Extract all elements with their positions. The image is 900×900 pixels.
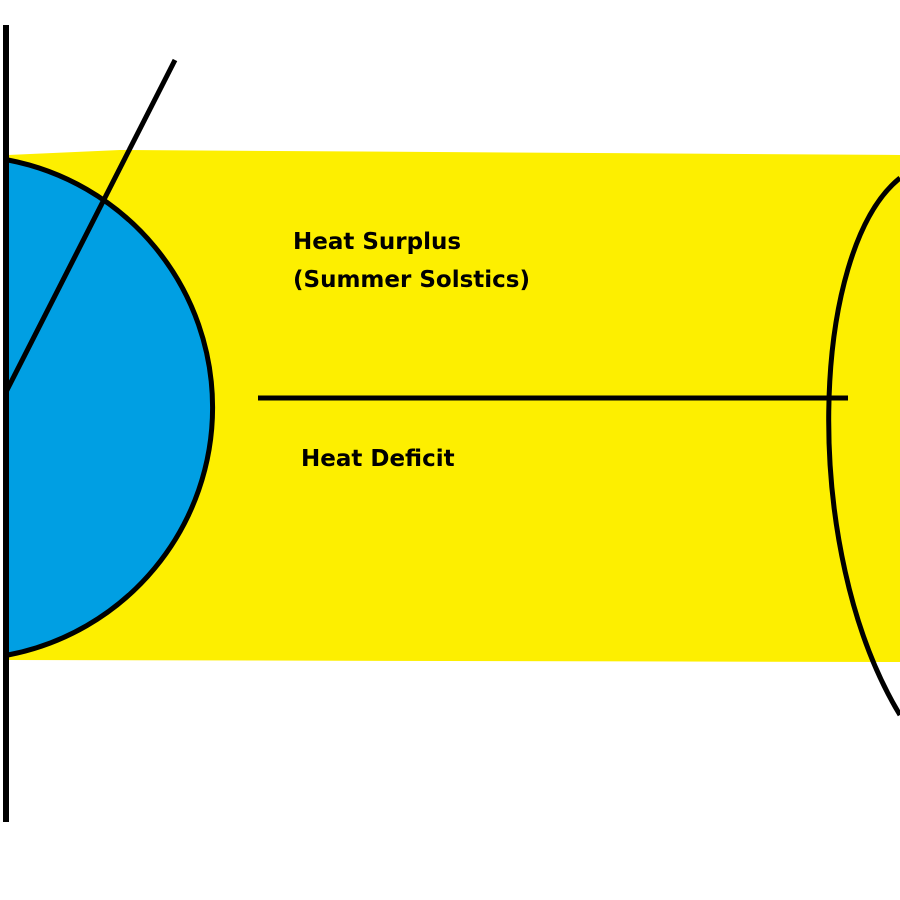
earth-outline xyxy=(7,157,216,658)
heat-surplus-label: Heat Surplus xyxy=(293,229,461,255)
heat-deficit-label: Heat Deficit xyxy=(301,446,455,472)
sunlight-band xyxy=(8,150,900,662)
tilted-axis-line xyxy=(3,58,178,394)
sun-arc xyxy=(826,176,900,717)
summer-solstice-label: (Summer Solstics) xyxy=(293,267,530,293)
